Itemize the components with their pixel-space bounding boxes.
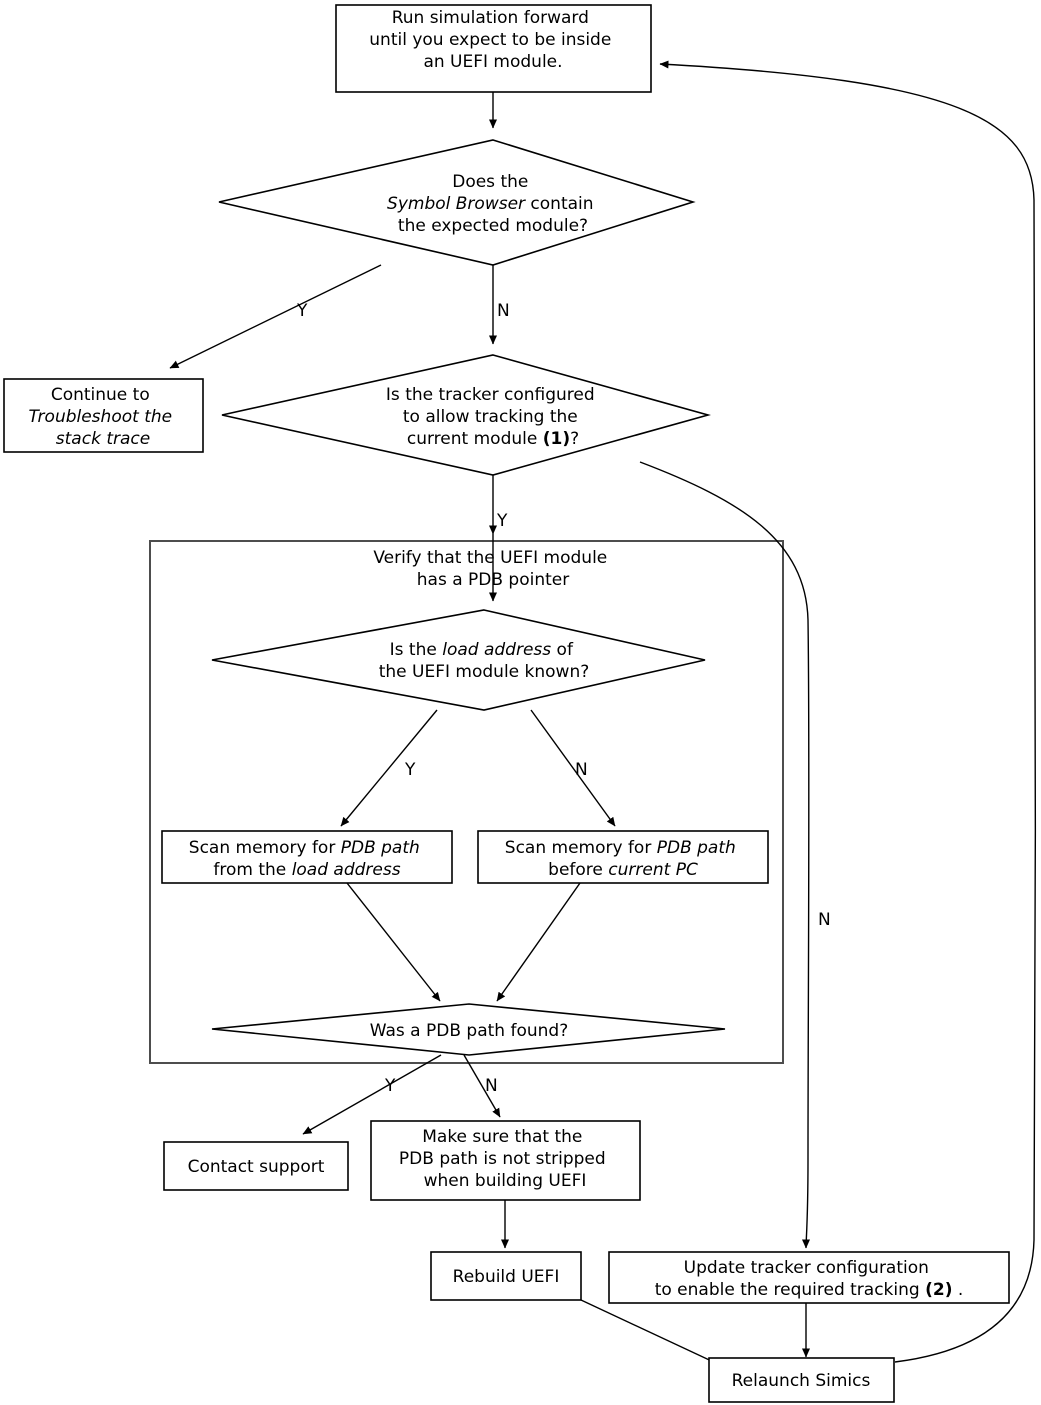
edge-label-load-address-no: N: [575, 760, 588, 780]
edge-label-pdb-found-yes: Y: [384, 1076, 396, 1096]
scan-pc-line2: before current PC: [548, 860, 698, 880]
load-address-italic: load address: [442, 640, 551, 660]
svg-text:Run simulation forward: Run simulation forward until you expect …: [369, 8, 616, 72]
edge-pdb-found-yes: [302, 1054, 442, 1135]
cluster-label-line2: has a PDB pointer: [417, 570, 570, 590]
svg-text:Is the load address of: Is the load address of the UEFI module k…: [379, 640, 590, 682]
update-tracker-line2-pre: to enable the required tracking: [655, 1280, 925, 1300]
load-address-line1-pre: Is the: [390, 640, 443, 660]
node-pdb-path-found-question[interactable]: Was a PDB path found?: [211, 1003, 726, 1056]
scan-load-italic-load-address: load address: [292, 860, 401, 880]
scan-load-line2: from the load address: [213, 860, 400, 880]
svg-text:Is the tracker configured: Is the tracker configured to allow track…: [386, 385, 600, 449]
update-tracker-line1: Update tracker configuration: [684, 1258, 929, 1278]
node-continue-troubleshoot[interactable]: Continue to Troubleshoot the stack trace: [3, 378, 204, 453]
svg-text:Continue to Troublesho: Continue to Troubleshoot the stack trace: [28, 385, 177, 449]
node-update-tracker-configuration[interactable]: Update tracker configuration to enable t…: [608, 1251, 1010, 1304]
tracker-line1: Is the tracker configured: [386, 385, 595, 405]
makesure-line3: when building UEFI: [424, 1171, 587, 1191]
edge-label-symbol-browser-no: N: [497, 301, 510, 321]
scan-load-italic-pdb-path: PDB path: [341, 838, 420, 858]
edge-label-symbol-browser-yes: Y: [296, 301, 308, 321]
run-simulation-line1: Run simulation forward: [392, 8, 589, 28]
makesure-line2: PDB path is not stripped: [399, 1149, 606, 1169]
cluster-verify-pdb-pointer: [149, 540, 784, 1064]
run-simulation-line2: until you expect to be inside: [369, 30, 611, 50]
update-tracker-line2: to enable the required tracking (2) .: [655, 1280, 964, 1300]
tracker-note-ref-2: (2): [925, 1280, 952, 1300]
continue-line3: stack trace: [56, 429, 150, 449]
continue-line1: Continue to: [51, 385, 150, 405]
svg-text:Update tracker configuration: Update tracker configuration to enable t…: [655, 1258, 964, 1300]
symbol-browser-line3: the expected module?: [398, 216, 588, 236]
node-relaunch-simics[interactable]: Relaunch Simics: [708, 1357, 895, 1403]
edge-label-tracker-no: N: [818, 910, 831, 930]
cluster-label-line1: Verify that the UEFI module: [373, 548, 607, 568]
edge-relaunch-to-run-simulation: [659, 60, 1037, 1363]
node-rebuild-uefi[interactable]: Rebuild UEFI: [430, 1251, 582, 1301]
node-run-simulation[interactable]: Run simulation forward until you expect …: [335, 4, 652, 93]
scan-pc-italic-pdb-path: PDB path: [657, 838, 736, 858]
cluster-verify-label: Verify that the UEFI module has a PDB po…: [373, 548, 612, 590]
run-simulation-line3: an UEFI module.: [423, 52, 562, 72]
scan-pc-line1-pre: Scan memory for: [505, 838, 657, 858]
relaunch-simics-label: Relaunch Simics: [732, 1371, 871, 1391]
node-make-sure-not-stripped[interactable]: Make sure that the PDB path is not strip…: [370, 1120, 641, 1201]
edge-pdb-found-no: [463, 1054, 501, 1118]
update-tracker-line2-post: .: [952, 1280, 963, 1300]
scan-load-line1-pre: Scan memory for: [189, 838, 341, 858]
scan-pc-italic-current-pc: current PC: [608, 860, 698, 880]
node-scan-before-current-pc[interactable]: Scan memory for PDB path before current …: [477, 830, 769, 884]
contact-support-label: Contact support: [188, 1157, 325, 1177]
makesure-line1: Make sure that the: [422, 1127, 582, 1147]
svg-text:Make sure that the PDB: Make sure that the PDB path is not strip…: [399, 1127, 611, 1191]
rebuild-uefi-label: Rebuild UEFI: [453, 1267, 560, 1287]
symbol-browser-italic: Symbol Browser: [387, 194, 526, 214]
edge-load-address-no: [530, 709, 616, 827]
edge-load-address-yes: [340, 709, 438, 827]
node-contact-support[interactable]: Contact support: [163, 1141, 349, 1191]
scan-pc-line2-pre: before: [548, 860, 608, 880]
tracker-line3-post: ?: [570, 429, 579, 449]
node-tracker-configured-question[interactable]: Is the tracker configured to allow track…: [221, 354, 711, 476]
load-address-line1: Is the load address of: [390, 640, 574, 660]
svg-text:Does the Symbol Browse: Does the Symbol Browser contain the expe…: [387, 172, 599, 236]
load-address-line1-post: of: [551, 640, 574, 660]
edge-tracker-no: [639, 461, 811, 1249]
edge-label-pdb-found-no: N: [485, 1076, 498, 1096]
node-load-address-question[interactable]: Is the load address of the UEFI module k…: [211, 609, 706, 711]
scan-pc-line1: Scan memory for PDB path: [505, 838, 736, 858]
node-symbol-browser-question[interactable]: Does the Symbol Browser contain the expe…: [218, 139, 696, 266]
symbol-browser-line2-post: contain: [525, 194, 594, 214]
pdb-found-label: Was a PDB path found?: [370, 1021, 568, 1041]
tracker-line3: current module (1)?: [407, 429, 579, 449]
edge-scan-pc-to-found: [496, 882, 581, 1002]
edge-symbol-browser-yes: [169, 264, 382, 369]
scan-load-line1: Scan memory for PDB path: [189, 838, 420, 858]
edge-label-load-address-yes: Y: [404, 760, 416, 780]
load-address-line2: the UEFI module known?: [379, 662, 590, 682]
tracker-line3-pre: current module: [407, 429, 543, 449]
edge-rebuild-to-relaunch: [580, 1299, 721, 1366]
edge-scan-load-to-found: [346, 882, 441, 1002]
tracker-note-ref-1: (1): [543, 429, 570, 449]
continue-line2: Troubleshoot the: [28, 407, 172, 427]
scan-load-line2-pre: from the: [213, 860, 291, 880]
tracker-line2: to allow tracking the: [403, 407, 578, 427]
symbol-browser-line1: Does the: [452, 172, 528, 192]
edge-label-tracker-yes: Y: [496, 511, 508, 531]
node-scan-from-load-address[interactable]: Scan memory for PDB path from the load a…: [161, 830, 453, 884]
svg-text:Scan memory for PDB path: Scan memory for PDB path from the load a…: [189, 838, 425, 880]
svg-text:Scan memory for PDB path: Scan memory for PDB path before current …: [505, 838, 741, 880]
symbol-browser-line2: Symbol Browser contain: [387, 194, 594, 214]
